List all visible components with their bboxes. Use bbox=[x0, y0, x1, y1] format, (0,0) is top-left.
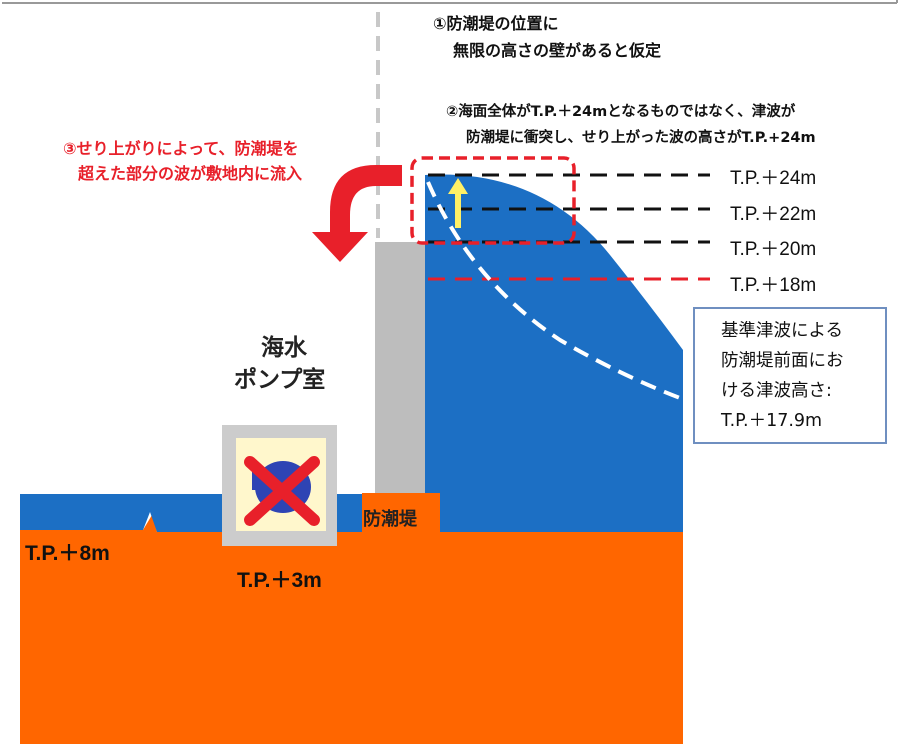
cross-mark-icon-stroke bbox=[244, 456, 320, 526]
callout-line-1: 基準津波による bbox=[721, 321, 843, 341]
water-middle bbox=[337, 494, 362, 532]
seawall-label: 防潮堤 bbox=[363, 509, 417, 530]
seawall-column bbox=[375, 242, 425, 493]
water-left bbox=[20, 494, 222, 532]
level-label-20: T.P.＋20m bbox=[730, 239, 817, 260]
note-1-line-2: 無限の高さの壁があると仮定 bbox=[453, 41, 662, 60]
runup-arrow-icon bbox=[448, 178, 468, 194]
callout-line-3: ける津波高さ: bbox=[721, 381, 832, 401]
reference-wave-curve bbox=[426, 181, 681, 400]
callout-line-4: T.P.＋17.9m bbox=[721, 411, 823, 431]
level-label-18: T.P.＋18m bbox=[730, 275, 817, 296]
pump-room-label-line-1: 海水 bbox=[261, 335, 307, 361]
ground-level-left-label: T.P.＋8m bbox=[25, 542, 110, 565]
tsunami-height-callout: 基準津波による 防潮堤前面にお ける津波高さ: T.P.＋17.9m bbox=[693, 307, 887, 444]
pump-room-label-line-2: ポンプ室 bbox=[234, 367, 326, 393]
note-3-line-2: 超えた部分の波が敷地内に流入 bbox=[78, 164, 303, 183]
ground bbox=[20, 493, 683, 744]
overflow-arrow-icon bbox=[312, 165, 402, 262]
tsunami-wave bbox=[425, 174, 683, 545]
runup-highlight-box bbox=[410, 156, 576, 245]
note-2-line-1: ②海面全体がT.P.＋24mとなるものではなく、津波が bbox=[446, 104, 796, 120]
ground-level-center-label: T.P.＋3m bbox=[237, 569, 322, 592]
level-label-24: T.P.＋24m bbox=[730, 168, 817, 189]
water-right bbox=[440, 494, 490, 532]
note-3-line-1: ③せり上がりによって、防潮堤を bbox=[63, 139, 299, 158]
callout-line-2: 防潮堤前面にお bbox=[721, 351, 844, 371]
note-2-line-2: 防潮堤に衝突し、せり上がった波の高さがT.P.+24m bbox=[466, 130, 816, 146]
note-1-line-1: ①防潮堤の位置に bbox=[433, 14, 559, 33]
level-label-22: T.P.＋22m bbox=[730, 204, 817, 225]
